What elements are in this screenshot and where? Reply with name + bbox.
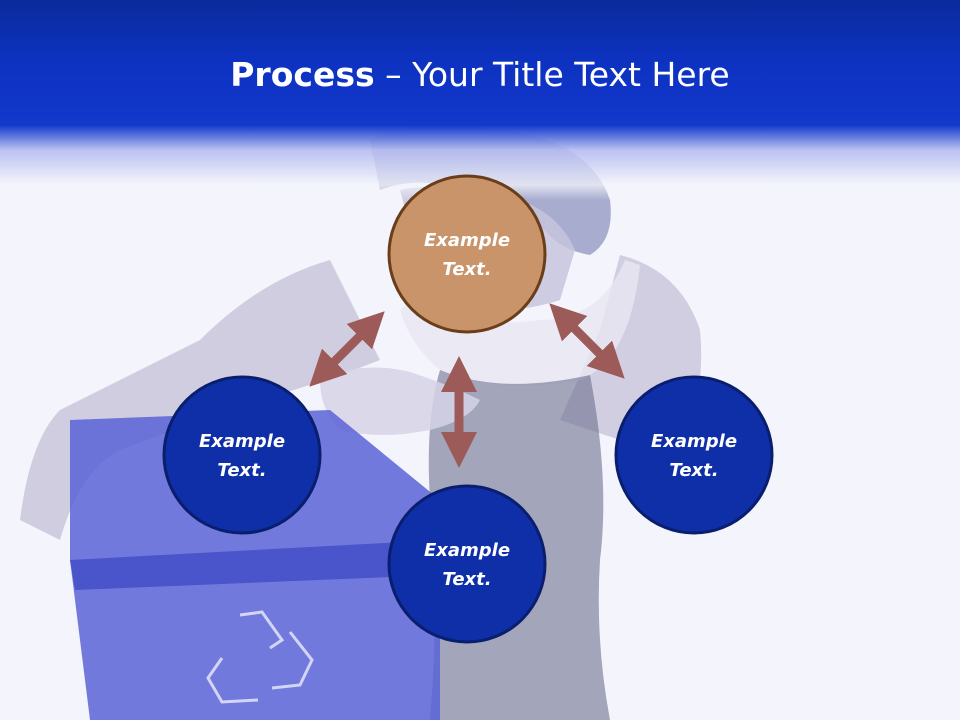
node-top-line1: Example [424, 230, 510, 251]
arrow-top-right [549, 303, 625, 379]
title-bold-text: Process [230, 55, 375, 94]
slide-title: Process – Your Title Text Here [0, 52, 960, 98]
title-rest-text: – Your Title Text Here [374, 55, 730, 94]
recycle-icon [206, 610, 314, 704]
node-left: Example Text. [162, 375, 322, 535]
node-left-line1: Example [199, 431, 285, 452]
node-right-line2: Text. [669, 460, 718, 481]
node-top-line2: Text. [442, 259, 491, 280]
node-left-line2: Text. [217, 460, 266, 481]
node-bottom-line1: Example [424, 540, 510, 561]
node-right: Example Text. [614, 375, 774, 535]
node-top: Example Text. [387, 174, 547, 334]
header-band [0, 0, 960, 200]
node-right-line1: Example [651, 431, 737, 452]
arrow-top-left [309, 311, 385, 387]
node-bottom: Example Text. [387, 484, 547, 644]
photo-bin-rim [70, 540, 440, 590]
node-bottom-line2: Text. [442, 569, 491, 590]
